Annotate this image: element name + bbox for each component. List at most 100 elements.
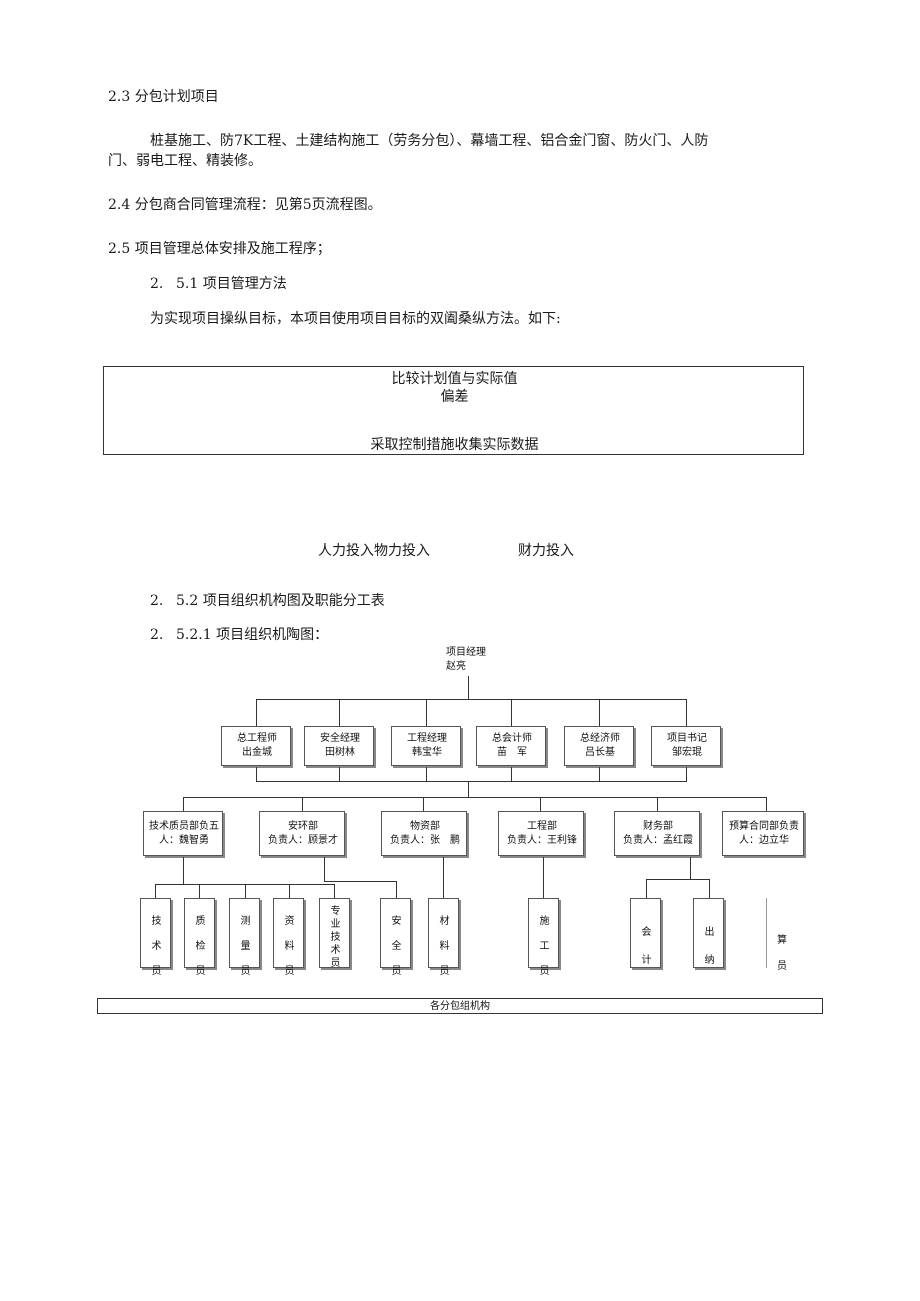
- org-role-label: 算员: [767, 928, 797, 980]
- org-box-chief-economist: 总经济师 吕长基: [564, 726, 634, 766]
- org-dept-line1: 安环部: [288, 821, 318, 832]
- connector: [690, 857, 691, 879]
- org-box-person: 苗 军: [497, 747, 527, 758]
- connector: [289, 884, 290, 898]
- org-dept-line1: 预算合同部负责: [729, 821, 799, 832]
- org-role-char: 术: [330, 945, 341, 956]
- org-top-name: 赵亮: [446, 661, 466, 672]
- connector: [686, 699, 687, 726]
- connector: [339, 699, 340, 726]
- connector: [183, 857, 184, 884]
- org-box-chief-accountant: 总会计师 苗 军: [476, 726, 546, 766]
- org-role-budget-clerk: 算员: [766, 898, 797, 972]
- org-dept-line2: 负责人：王利锋: [507, 835, 577, 846]
- org-role-label: 资料员: [274, 909, 305, 984]
- org-role-label: 专业技术员: [320, 905, 351, 970]
- org-box-person: 田树林: [325, 747, 355, 758]
- connector: [423, 797, 424, 811]
- org-role-char: 材: [439, 916, 450, 927]
- connector: [339, 767, 340, 781]
- org-dept-line2: 负责人：顾景才: [268, 835, 338, 846]
- connector: [646, 879, 710, 880]
- org-dept-finance: 财务部 负责人：孟红霞: [614, 811, 700, 856]
- org-box-chief-engineer: 总工程师 出金城: [221, 726, 291, 766]
- org-role-char: 员: [391, 966, 402, 977]
- org-role-label: 技术员: [141, 909, 172, 984]
- connector: [543, 857, 544, 898]
- org-role-label: 施工员: [529, 909, 560, 984]
- connector: [599, 699, 600, 726]
- connector: [511, 699, 512, 726]
- org-role-construction-worker: 施工员: [528, 898, 559, 977]
- connector: [245, 884, 246, 898]
- inputs-left: 人力投入物力投入: [318, 543, 430, 559]
- org-dept-line1: 技术质员部负五: [149, 821, 219, 832]
- org-top-title: 项目经理: [446, 647, 486, 658]
- org-role-label: 会计: [631, 919, 662, 975]
- section-2-5-1-body: 为实现项目操纵目标，本项目使用项目目标的双阖桑纵方法。如下:: [150, 311, 561, 327]
- org-role-char: 员: [195, 966, 206, 977]
- org-role-label: 测量员: [230, 909, 261, 984]
- org-role-char: 安: [391, 916, 402, 927]
- org-box-person: 韩宝华: [412, 747, 442, 758]
- connector: [468, 676, 469, 699]
- org-role-cashier: 出纳: [693, 898, 724, 968]
- section-2-5-1-title: 5.1 项目管理方法: [176, 276, 287, 292]
- org-dept-engineering: 工程部 负责人：王利锋: [498, 811, 584, 856]
- section-2-5-2-1-number: 2.: [150, 627, 164, 643]
- org-role-quality-inspector: 质检员: [184, 898, 215, 977]
- org-role-char: 员: [539, 966, 550, 977]
- org-role-safety-officer: 安全员: [380, 898, 411, 977]
- org-role-char: 员: [151, 966, 162, 977]
- org-box-title: 总工程师: [237, 733, 277, 744]
- org-dept-line1: 物资部: [410, 821, 440, 832]
- org-box-title: 总经济师: [580, 733, 620, 744]
- org-role-technician: 技术员: [140, 898, 171, 977]
- section-2-3-heading: 2.3 分包计划项目: [108, 89, 219, 105]
- section-2-5: 2.5 项目管理总体安排及施工程序；: [108, 241, 331, 257]
- org-role-char: 检: [195, 941, 206, 952]
- control-method-box: 比较计划值与实际值 偏差 采取控制措施收集实际数据: [103, 366, 804, 455]
- connector: [686, 767, 687, 781]
- org-dept-materials: 物资部 负责人：张 鹏: [381, 811, 467, 856]
- org-role-char: 业: [330, 919, 341, 930]
- org-dept-line2: 负责人：张 鹏: [390, 835, 460, 846]
- org-role-specialist-technician: 专业技术员: [319, 898, 351, 970]
- control-box-line3: 采取控制措施收集实际数据: [370, 437, 539, 453]
- connector: [256, 699, 686, 700]
- connector: [155, 884, 156, 898]
- connector: [599, 767, 600, 781]
- org-role-char: 员: [284, 966, 295, 977]
- section-2-3-body-line1: 桩基施工、防7K工程、土建结构施工（劳务分包）、幕墙工程、铝合金门窗、防火门、人…: [150, 133, 709, 149]
- org-box-title: 工程经理: [407, 733, 447, 744]
- org-dept-line2: 负责人：孟红霞: [623, 835, 693, 846]
- org-role-surveyor: 测量员: [229, 898, 260, 977]
- section-2-5-2-1-title: 5.2.1 项目组织机陶图：: [176, 627, 329, 643]
- org-dept-line1: 工程部: [527, 821, 557, 832]
- connector: [646, 879, 647, 898]
- inputs-right: 财力投入: [518, 543, 574, 559]
- section-2-5-2-number: 2.: [150, 593, 164, 609]
- connector: [396, 881, 397, 898]
- org-dept-safety-environment: 安环部 负责人：顾景才: [259, 811, 345, 856]
- org-subcontractors-box: 各分包组机构: [97, 998, 823, 1014]
- org-dept-technical-quality: 技术质员部负五 人：魏智勇: [143, 811, 223, 856]
- org-dept-line2: 人：边立华: [739, 835, 789, 846]
- connector: [334, 884, 335, 898]
- org-dept-line2: 人：魏智勇: [159, 835, 209, 846]
- section-2-5-1-number: 2.: [150, 276, 164, 292]
- connector: [256, 699, 257, 726]
- connector: [183, 797, 767, 798]
- org-role-label: 安全员: [381, 909, 412, 984]
- connector: [256, 767, 257, 781]
- org-role-char: 技: [151, 916, 162, 927]
- org-role-char: 员: [240, 966, 251, 977]
- connector: [426, 767, 427, 781]
- org-role-label: 材料员: [429, 909, 460, 984]
- connector: [302, 797, 303, 811]
- control-box-line1: 比较计划值与实际值: [391, 371, 518, 387]
- org-role-char: 资: [284, 916, 295, 927]
- org-box-project-manager: 工程经理 韩宝华: [391, 726, 461, 766]
- org-role-char: 纳: [704, 955, 715, 966]
- connector: [426, 699, 427, 726]
